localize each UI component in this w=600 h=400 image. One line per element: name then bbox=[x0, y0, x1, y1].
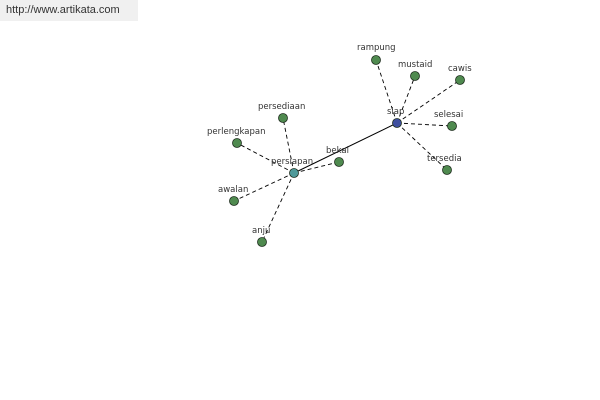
node-selesai[interactable] bbox=[447, 121, 457, 131]
node-label-bekal: bekal bbox=[326, 146, 349, 156]
node-persiapan[interactable] bbox=[289, 168, 299, 178]
node-persediaan[interactable] bbox=[278, 113, 288, 123]
nodes-layer bbox=[229, 55, 465, 247]
node-label-persediaan: persediaan bbox=[258, 102, 305, 112]
edge-persiapan-bekal bbox=[293, 161, 340, 174]
edge-persiapan-persediaan bbox=[282, 117, 295, 174]
edge-persiapan-perlengkapan bbox=[236, 142, 295, 174]
edge-persiapan-anju bbox=[261, 172, 295, 243]
node-label-persiapan: persiapan bbox=[271, 157, 313, 167]
node-label-awalan: awalan bbox=[218, 185, 248, 195]
node-siap[interactable] bbox=[392, 118, 402, 128]
edge-persiapan-siap bbox=[293, 122, 398, 174]
node-perlengkapan[interactable] bbox=[232, 138, 242, 148]
node-label-perlengkapan: perlengkapan bbox=[207, 127, 265, 137]
node-bekal[interactable] bbox=[334, 157, 344, 167]
node-label-mustaid: mustaid bbox=[398, 60, 432, 70]
node-anju[interactable] bbox=[257, 237, 267, 247]
node-rampung[interactable] bbox=[371, 55, 381, 65]
node-label-cawis: cawis bbox=[448, 64, 472, 74]
edge-siap-tersedia bbox=[396, 122, 448, 171]
source-url-banner: http://www.artikata.com bbox=[0, 0, 138, 21]
node-tersedia[interactable] bbox=[442, 165, 452, 175]
edge-siap-selesai bbox=[396, 122, 453, 127]
node-label-anju: anju bbox=[252, 226, 270, 236]
node-label-rampung: rampung bbox=[357, 43, 396, 53]
source-url-text: http://www.artikata.com bbox=[6, 4, 120, 16]
node-cawis[interactable] bbox=[455, 75, 465, 85]
node-mustaid[interactable] bbox=[410, 71, 420, 81]
node-label-selesai: selesai bbox=[434, 110, 463, 120]
edges-layer bbox=[233, 59, 461, 243]
node-label-siap: siap bbox=[387, 107, 404, 117]
edge-siap-cawis bbox=[396, 79, 461, 124]
node-label-tersedia: tersedia bbox=[427, 154, 462, 164]
edge-siap-mustaid bbox=[396, 75, 416, 124]
node-awalan[interactable] bbox=[229, 196, 239, 206]
